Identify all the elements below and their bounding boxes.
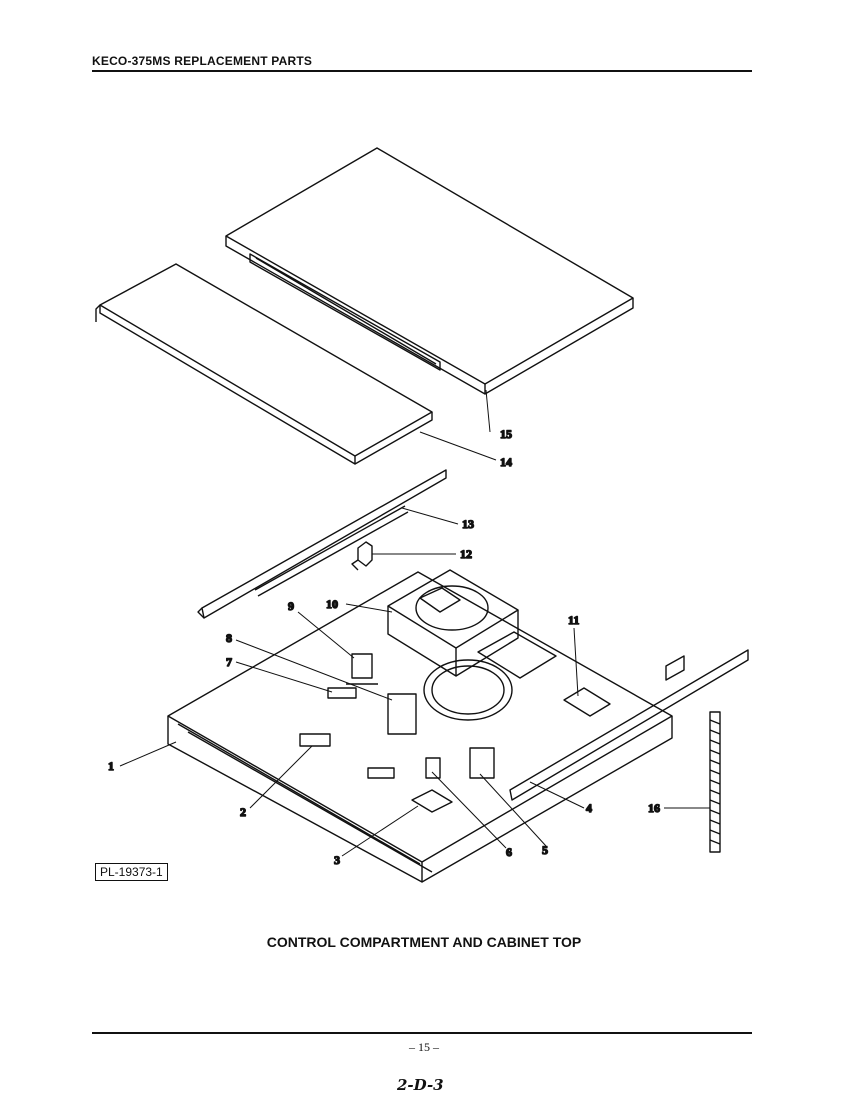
cabinet-top-panel [225, 147, 634, 395]
callout-2: 2 [240, 805, 246, 819]
callout-3: 3 [334, 853, 340, 867]
callout-16: 16 [648, 801, 660, 815]
page-number: – 15 – [409, 1040, 439, 1054]
footer-rule [92, 1032, 752, 1034]
callout-14: 14 [500, 455, 512, 469]
figure-caption: CONTROL COMPARTMENT AND CABINET TOP [266, 934, 582, 950]
callout-10: 10 [326, 597, 338, 611]
control-compartment-base [167, 571, 673, 883]
callout-6: 6 [506, 845, 512, 859]
component-5 [469, 747, 495, 779]
component-11 [563, 687, 611, 717]
threaded-rod-16 [709, 711, 721, 853]
component-2 [299, 733, 331, 747]
component-6 [425, 757, 441, 779]
component-8 [387, 693, 417, 735]
callout-5: 5 [542, 843, 548, 857]
component-relay [367, 767, 395, 779]
fan-assembly [387, 569, 519, 677]
component-9 [346, 653, 378, 685]
header-rule [92, 70, 752, 72]
callout-15: 15 [500, 427, 512, 441]
callout-13: 13 [462, 517, 474, 531]
component-7 [327, 687, 357, 699]
callout-4: 4 [586, 801, 592, 815]
component-3 [411, 789, 453, 813]
plate-id-box: PL-19373-1 [95, 863, 168, 881]
rail-13 [197, 469, 447, 619]
bracket-12 [351, 541, 373, 571]
leader-lines [119, 389, 710, 857]
callout-8: 8 [226, 631, 232, 645]
callout-9: 9 [288, 599, 294, 613]
front-top-panel [95, 263, 433, 465]
handwritten-note: 2-D-3 [397, 1076, 444, 1094]
document-header: KECO-375MS REPLACEMENT PARTS [92, 54, 313, 68]
callout-12: 12 [460, 547, 472, 561]
side-rail-4 [509, 649, 749, 801]
callout-11: 11 [568, 613, 579, 627]
callout-7: 7 [226, 655, 232, 669]
callout-1: 1 [108, 759, 114, 773]
